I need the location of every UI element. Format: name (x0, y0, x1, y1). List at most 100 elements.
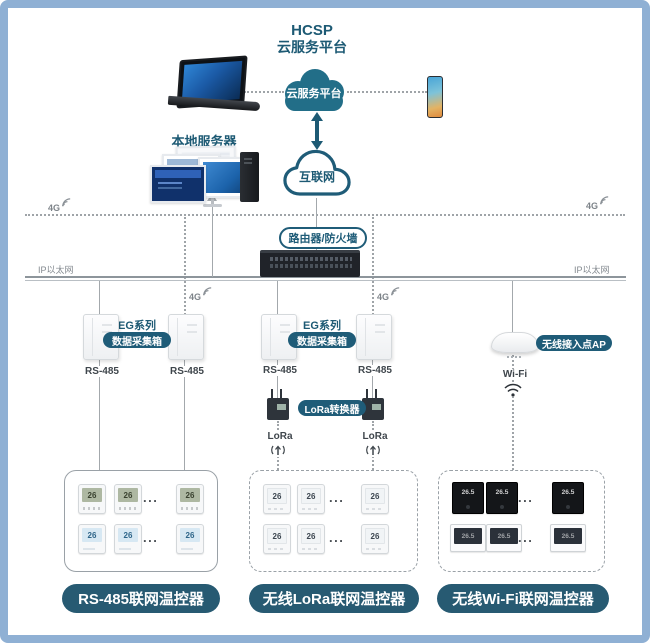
rs485-label-3: RS-485 (258, 365, 302, 376)
lora-broadcast-icon (364, 443, 382, 457)
thermostat: 26 (297, 484, 325, 514)
thermostat: 26 (78, 484, 106, 514)
wireless-ap-pill: 无线接入点AP (536, 335, 612, 351)
wifi-link-label: Wi-Fi (495, 369, 535, 380)
ellipsis: ... (518, 490, 534, 505)
wireless-ap-device (491, 332, 539, 353)
thermostat: 26.5 (486, 524, 522, 552)
thermostat: 26 (176, 524, 204, 554)
link-laptop-cloud (244, 91, 284, 93)
signal-4g-label: 4G (586, 201, 599, 211)
collector-box-label: 数据采集箱 (297, 336, 347, 348)
lora-converter-pill: LoRa转换器 (298, 400, 366, 416)
wireless-ap-label: 无线接入点AP (542, 339, 606, 351)
signal-4g-label: 4G (377, 292, 390, 302)
collector-box-pill-mid: 数据采集箱 (288, 332, 356, 348)
lora-broadcast-icon (269, 443, 287, 457)
monitor-front-header (155, 170, 201, 178)
rs485-label-1: RS-485 (80, 366, 124, 377)
lora-converter-label: LoRa转换器 (304, 404, 360, 416)
link-4g-backbone (25, 214, 625, 216)
link-bus-ap (512, 281, 513, 333)
ellipsis: ... (518, 530, 534, 545)
link-internet-router (316, 198, 317, 251)
group-label-lora: 无线LoRa联网温控器 (249, 584, 419, 613)
page-title-line2: 云服务平台 (277, 39, 347, 56)
link-bus-eg3 (277, 281, 278, 315)
signal-4g-top-right: 4G (586, 195, 610, 211)
router-firewall-pill: 路由器/防火墙 (279, 227, 367, 249)
thermostat: 26 (78, 524, 106, 554)
internet-cloud-icon (283, 149, 351, 196)
internet-cloud-label: 互联网 (298, 170, 335, 184)
link-ap-group (512, 355, 514, 470)
thermostat: 26 (263, 484, 291, 514)
wifi-icon (503, 382, 523, 397)
thermostat: 26 (361, 484, 389, 514)
eg-series-label-mid: EG系列 (303, 320, 341, 332)
thermostat: 26.5 (552, 482, 584, 514)
cloud-service-icon (285, 69, 344, 111)
signal-4g-icon (391, 287, 400, 296)
rs485-label-2: RS-485 (165, 366, 209, 377)
thermostat: 26 (297, 524, 325, 554)
eg-series-label-left: EG系列 (118, 320, 156, 332)
monitor-front (150, 165, 206, 203)
group-label-text: 无线LoRa联网温控器 (262, 591, 406, 608)
link-4g-eg4 (372, 217, 374, 315)
signal-4g-icon (62, 198, 71, 207)
thermostat: 26.5 (486, 482, 518, 514)
thermostat: 26.5 (550, 524, 586, 552)
thermostat: 26 (361, 524, 389, 554)
ethernet-label-right: IP以太网 (574, 265, 610, 275)
rs485-label-4: RS-485 (353, 365, 397, 376)
link-server-lan (212, 200, 213, 277)
eg-collector-4 (356, 314, 392, 360)
server-tower (240, 152, 259, 202)
signal-4g-top-left: 4G (48, 197, 72, 213)
link-4g-eg2 (184, 217, 186, 315)
thermostat: 26 (114, 524, 142, 554)
signal-4g-icon (203, 287, 212, 296)
signal-4g-icon (600, 196, 609, 205)
smartphone (427, 76, 443, 118)
monitor-stand-base (203, 204, 222, 207)
monitor-front-lines (158, 182, 182, 184)
thermostat: 26 (176, 484, 204, 514)
laptop-base (167, 95, 261, 112)
lora-link-label-1: LoRa (262, 431, 298, 442)
link-cloud-phone (347, 91, 427, 93)
local-server-label: 本地服务器 (171, 134, 237, 149)
cloud-service-label: 云服务平台 (286, 88, 342, 100)
group-label-text: 无线Wi-Fi联网温控器 (452, 591, 594, 608)
ellipsis: ... (143, 490, 159, 505)
ellipsis: ... (329, 530, 345, 545)
laptop (167, 55, 261, 112)
link-bus-eg1 (99, 281, 100, 315)
monitor-stand-pole (211, 196, 214, 205)
thermostat: 26.5 (452, 482, 484, 514)
thermostat: 26.5 (450, 524, 486, 552)
ethernet-label-left: IP以太网 (38, 265, 74, 275)
lora-converter-device-1 (267, 389, 289, 420)
group-label-wifi: 无线Wi-Fi联网温控器 (437, 584, 609, 613)
signal-4g-label: 4G (48, 203, 61, 213)
group-label-rs485: RS-485联网温控器 (62, 584, 220, 613)
signal-4g-label: 4G (189, 292, 202, 302)
page-title: HCSP 云服务平台 (247, 22, 377, 55)
group-label-text: RS-485联网温控器 (78, 591, 204, 608)
thermostat: 26 (263, 524, 291, 554)
signal-4g-mid-left: 4G (189, 286, 213, 302)
up-down-arrow-icon (311, 112, 323, 150)
signal-4g-mid-right: 4G (377, 286, 401, 302)
thermostat: 26 (114, 484, 142, 514)
lora-link-label-2: LoRa (357, 431, 393, 442)
ethernet-bus (25, 276, 626, 281)
ellipsis: ... (143, 530, 159, 545)
lora-converter-device-2 (362, 389, 384, 420)
collector-box-label: 数据采集箱 (112, 336, 162, 348)
ellipsis: ... (329, 490, 345, 505)
page-title-line1: HCSP (291, 22, 333, 39)
network-switch (260, 250, 360, 277)
router-firewall-label: 路由器/防火墙 (288, 233, 358, 245)
